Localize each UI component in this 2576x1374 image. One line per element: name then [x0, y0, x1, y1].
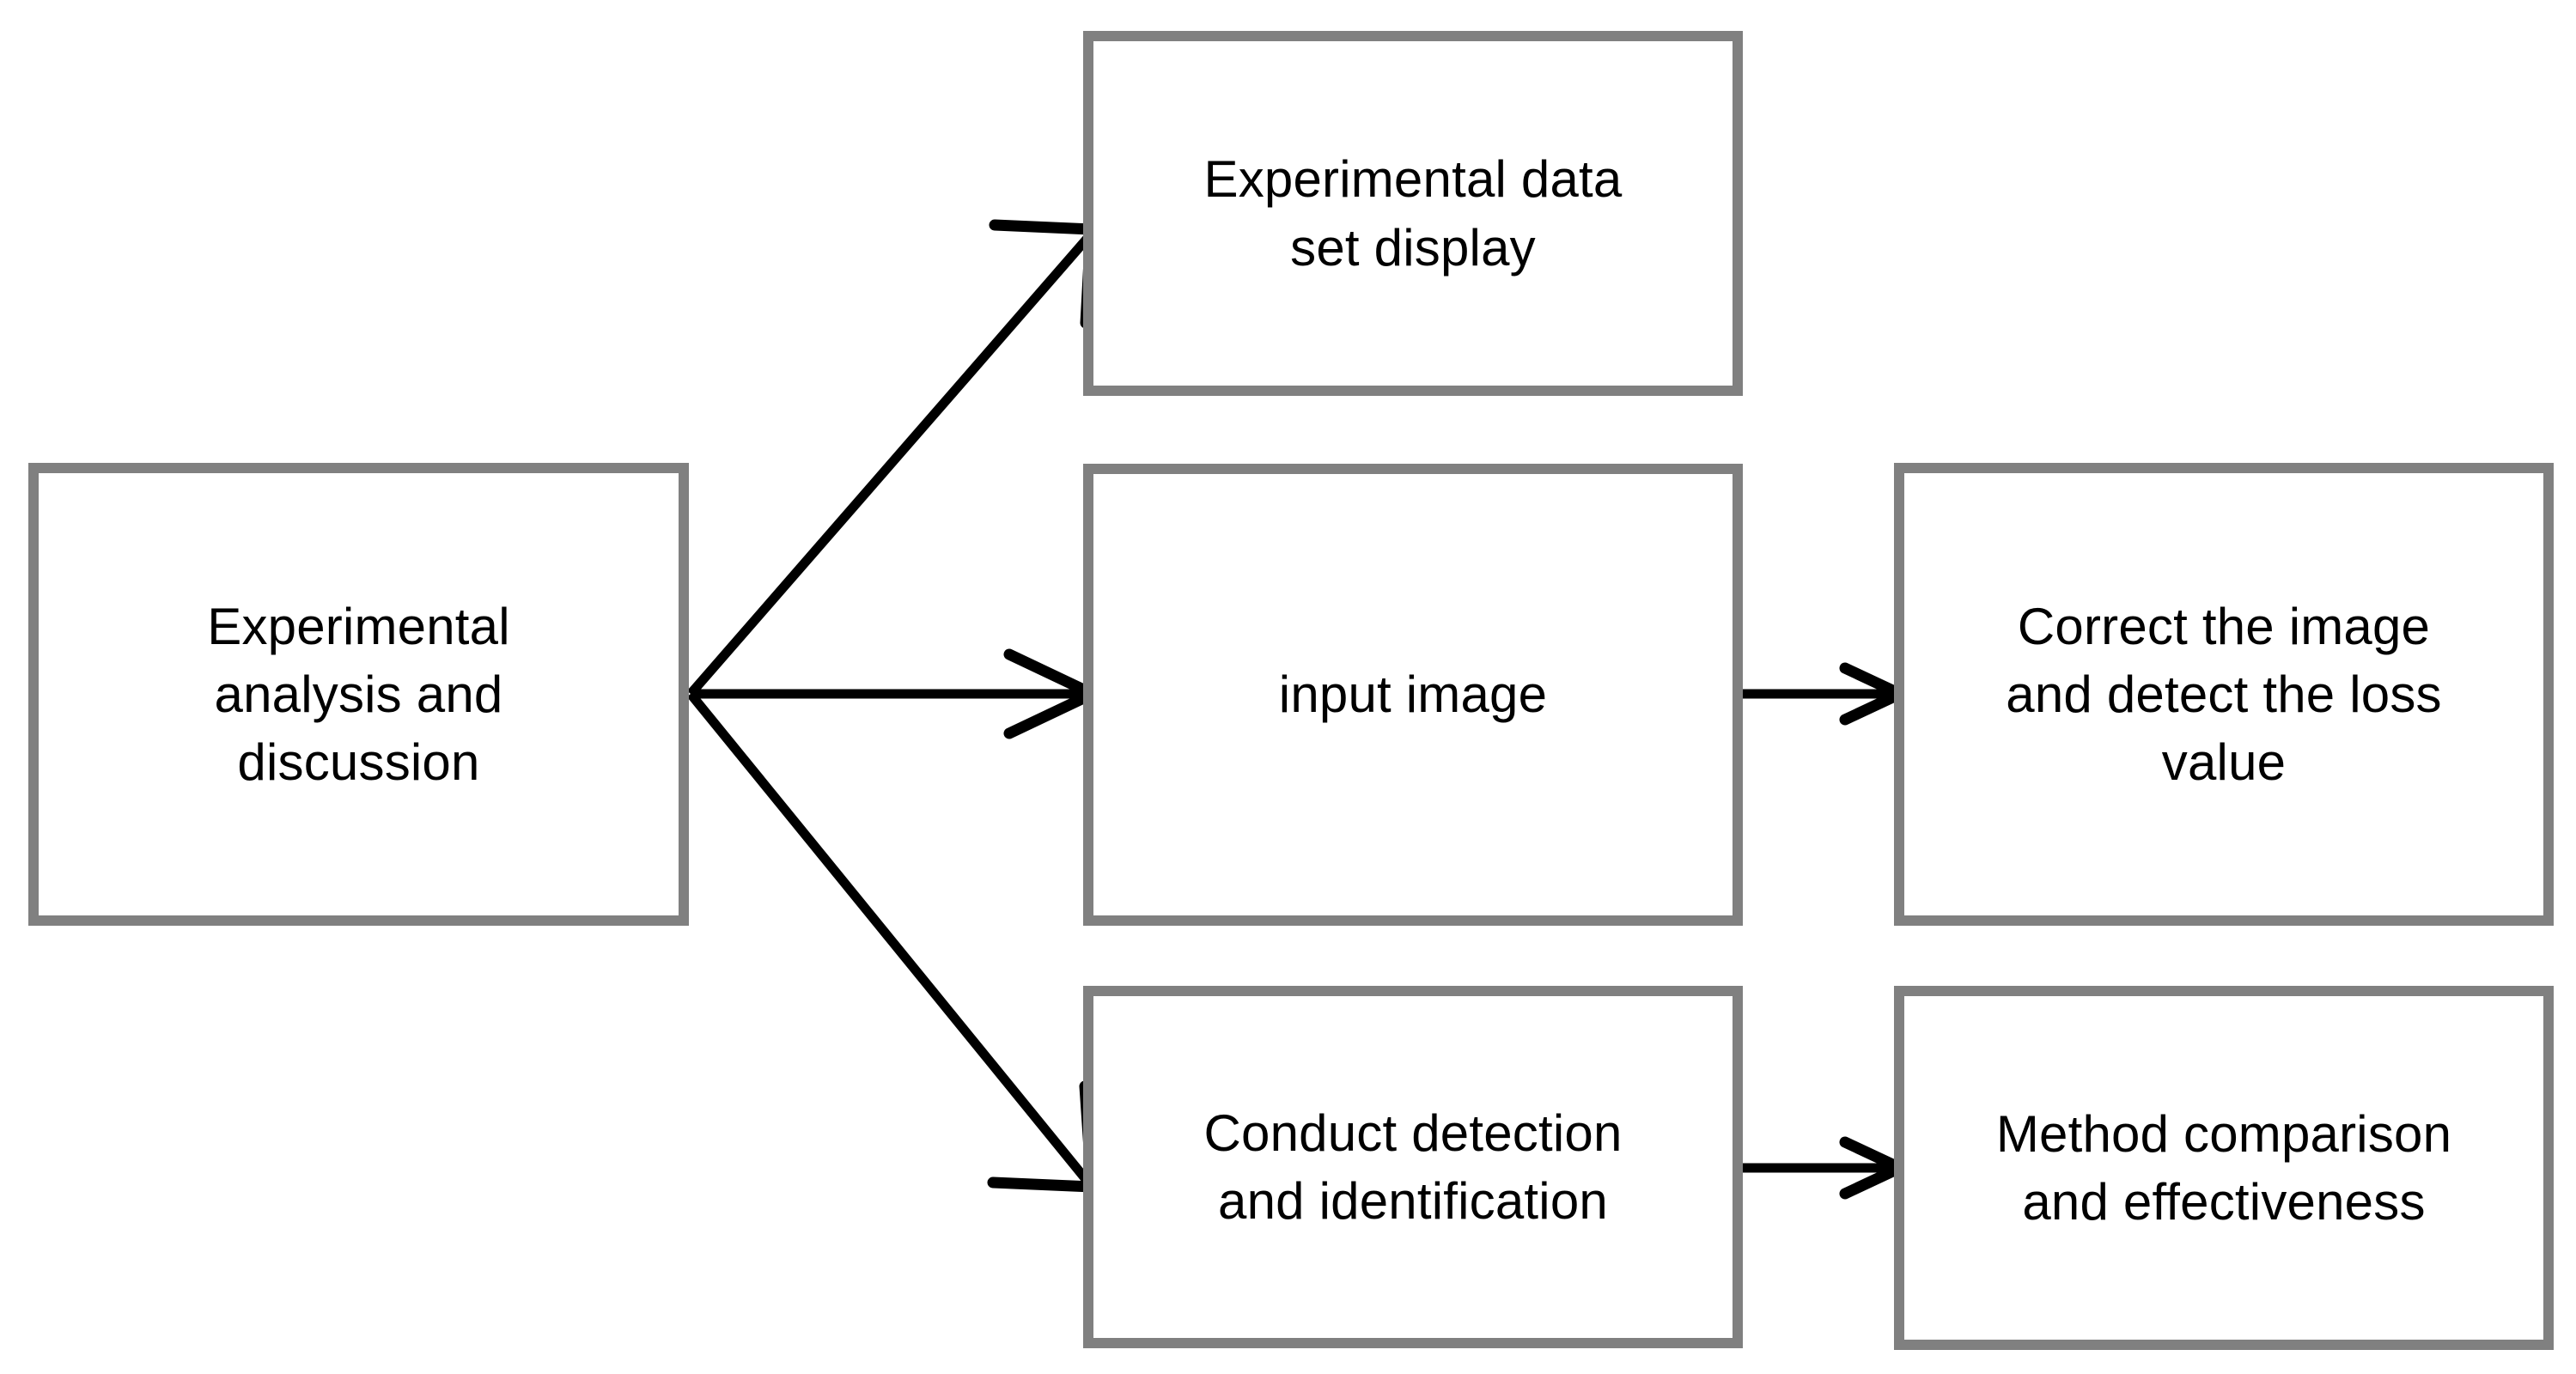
edge-root-to-input-image: [691, 648, 1106, 739]
node-label: Correct the image and detect the loss va…: [2006, 597, 2442, 792]
node-experimental-analysis-and-discussion[interactable]: Experimental analysis and discussion: [28, 463, 689, 926]
node-method-comparison-and-effectiveness[interactable]: Method comparison and effectiveness: [1894, 986, 2554, 1350]
node-label: Experimental analysis and discussion: [207, 597, 510, 792]
node-label: Method comparison and effectiveness: [1995, 1104, 2452, 1231]
edge-conduct-detection-to-method-comparison: [1738, 1136, 1914, 1200]
node-label: Experimental data set display: [1203, 150, 1623, 277]
node-label: input image: [1278, 666, 1548, 724]
edge-root-to-dataset-display: [686, 219, 1097, 697]
node-experimental-data-set-display[interactable]: Experimental data set display: [1083, 31, 1743, 396]
node-correct-the-image-and-detect-the-loss-value[interactable]: Correct the image and detect the loss va…: [1894, 463, 2554, 926]
node-label: Conduct detection and identification: [1203, 1103, 1623, 1230]
node-conduct-detection-and-identification[interactable]: Conduct detection and identification: [1083, 986, 1743, 1348]
edge-input-image-to-correct-image: [1738, 662, 1914, 726]
node-input-image[interactable]: input image: [1083, 464, 1743, 926]
edge-root-to-conduct-detection: [686, 690, 1098, 1193]
